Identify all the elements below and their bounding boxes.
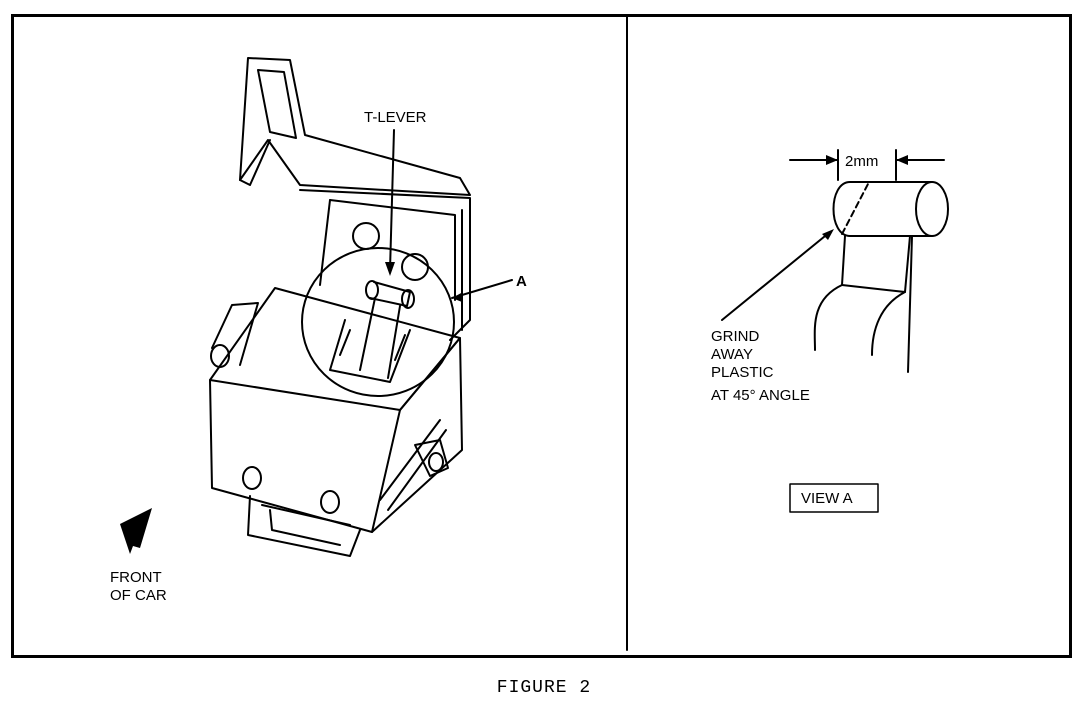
figure-caption: FIGURE 2 [496, 678, 592, 698]
leader-arrow [452, 292, 463, 302]
detail-a-label: A [516, 273, 527, 290]
leader-arrow [822, 229, 834, 240]
front-label-line1: FRONT [110, 569, 162, 586]
dimension-label: 2mm [845, 153, 878, 170]
grind-label-line1: GRIND [711, 328, 760, 345]
t-lever-label: T-LEVER [364, 109, 427, 126]
view-label: VIEW A [801, 490, 853, 507]
view-label-box [789, 483, 879, 513]
dimension-arrow [896, 155, 908, 165]
dimension-arrow [826, 155, 838, 165]
grind-label-line3: PLASTIC [711, 364, 774, 381]
figure-frame [11, 14, 1072, 658]
switch-assembly [209, 57, 513, 557]
front-label-line2: OF CAR [110, 587, 167, 604]
arrow-head [385, 262, 395, 276]
mount-hole [352, 222, 380, 250]
detail-circle [301, 247, 455, 397]
view-a-detail [721, 149, 949, 513]
front-direction-arrow-icon [120, 508, 152, 554]
grind-label-line4: AT 45° ANGLE [711, 387, 810, 404]
grind-label-line2: AWAY [711, 346, 753, 363]
